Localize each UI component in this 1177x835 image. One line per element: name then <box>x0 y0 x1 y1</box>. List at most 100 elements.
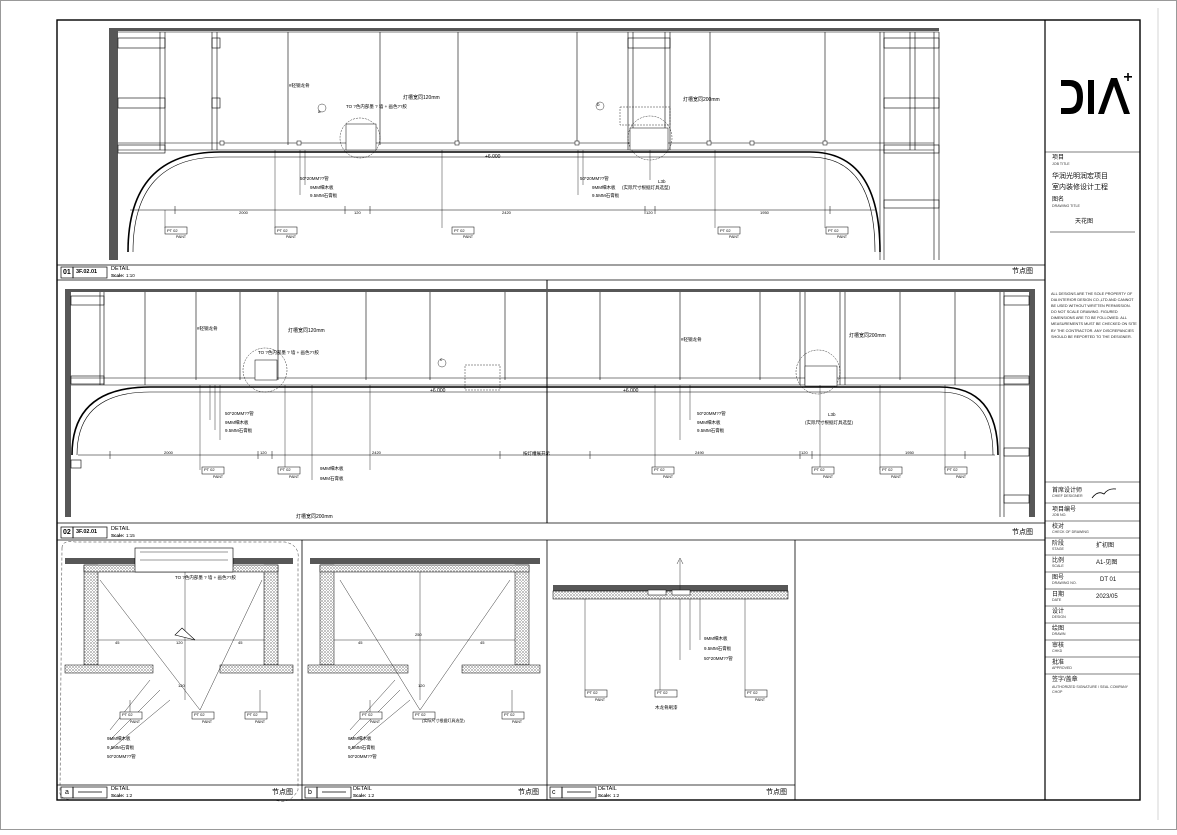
panel-c-scale: 1:2 <box>613 793 620 798</box>
pt-tag-c-2: PT 02 <box>657 690 668 695</box>
pt-tag-01-3: PT 02 <box>454 228 465 233</box>
pt-tag-02-2: PT 02 <box>280 467 291 472</box>
tb-row-stage-value: 扩初图 <box>1096 543 1115 549</box>
sheet-frame <box>56 19 1141 801</box>
dim-a-2: 120 <box>176 640 183 645</box>
pt-paint-02-5: PAINT <box>891 475 902 479</box>
annot-50x20-02b: 50*20MM??管 <box>697 411 726 416</box>
pt-paint-a-3: PAINT <box>255 720 266 724</box>
annot-fixture-note-02: (实际尺寸根据灯具选型) <box>805 420 853 425</box>
annot-slot-200-a: 灯槽宽同200mm <box>296 514 333 520</box>
pt-tag-02-1: PT 02 <box>204 467 215 472</box>
tb-row-date-en: DATE <box>1052 598 1062 602</box>
pt-tag-b-1: PT 02 <box>362 712 373 717</box>
panel-a-drawing <box>59 541 299 802</box>
tb-row-dwgno-value: DT 01 <box>1100 577 1117 583</box>
annot-fixture-note-01: (实际尺寸根据灯具选型) <box>622 185 670 190</box>
pt-paint-02-3: PAINT <box>663 475 674 479</box>
tb-row-dwgno-en: DRAWING NO. <box>1052 581 1077 585</box>
annot-slot-120-02: 灯槽宽同120mm <box>288 328 325 334</box>
panel-02-scale: 1:15 <box>126 533 135 538</box>
panel-b-id: b <box>308 789 312 796</box>
dim-02-b: 120 <box>260 450 267 455</box>
tb-row-stage-cn: 阶段 <box>1052 541 1065 547</box>
panel-02-id: 02 <box>63 529 71 536</box>
annot-50x20-b: 50*20MM??管 <box>348 754 377 759</box>
panel-02-detail-word: DETAIL <box>111 526 130 532</box>
panel-02-code: 3F.02.01 <box>76 529 98 535</box>
panel-01-title: 节点图 <box>1012 268 1033 275</box>
panel-a-detail-word: DETAIL <box>111 786 130 792</box>
tb-row-dwgno-cn: 图号 <box>1052 575 1065 581</box>
tb-row-approved-cn: 批准 <box>1052 660 1065 666</box>
callout-c-ref: c <box>440 357 443 362</box>
callout-b-ref: b <box>597 102 600 107</box>
dim-b-1: 45 <box>358 640 363 645</box>
tb-row-chief-en: CHIEF DESIGNER <box>1052 494 1083 498</box>
tb-drawing-label: 图名 <box>1052 197 1065 203</box>
tb-row-stage-en: STAGE <box>1052 547 1064 551</box>
pt-paint-01-4: PAINT <box>729 235 740 239</box>
annot-steel-02b: #轻钢龙骨 <box>681 337 702 342</box>
panel-02-scale-word: Scale: <box>111 533 125 538</box>
annot-50x20-01b: 50*20MM??管 <box>580 176 609 181</box>
panel-b-detail-word: DETAIL <box>353 786 372 792</box>
annot-pt-text-02: TO ?色内部墨 ? 墙 + 画色??胶 <box>258 350 320 355</box>
annot-50x20-a: 50*20MM??管 <box>107 754 136 759</box>
panel-a-title: 节点图 <box>272 789 293 796</box>
tb-project-name-1: 华润光明润宏项目 <box>1052 173 1108 180</box>
pt-tag-01-2: PT 02 <box>277 228 288 233</box>
annot-l3b-02: L3b <box>828 412 836 417</box>
tb-row-chkd-en: CHKD <box>1052 649 1063 653</box>
panel-a-id: a <box>65 789 69 796</box>
panel-b-title: 节点图 <box>518 789 539 796</box>
tb-project-label-en: JOB TITLE <box>1052 162 1070 166</box>
dim-a-1: 45 <box>115 640 120 645</box>
pt-tag-c-1: PT 02 <box>587 690 598 695</box>
annot-pt-text-a: TO ?色内部墨 ? 墙 + 画色??胶 <box>175 575 237 580</box>
annot-pt-text-01: TO ?色内部墨 ? 墙 + 画色??胶 <box>346 104 408 109</box>
dim-b-4: 120 <box>418 683 425 688</box>
tb-row-jobno-en: JOB NO. <box>1052 513 1067 517</box>
annot-board9-01b: 9MM细木板 <box>592 185 616 190</box>
tb-row-sign-en: AUTHORIZED SIGNATURE / SEAL COMPANY CHOP <box>1052 685 1128 694</box>
panel-a-scale-word: Scale: <box>111 793 125 798</box>
annot-steel-02: #轻钢龙骨 <box>197 326 218 331</box>
annot-level-01: +6.000 <box>485 154 501 160</box>
panel-02-title: 节点图 <box>1012 529 1033 536</box>
dim-01-b: 120 <box>354 210 361 215</box>
dia-logo <box>1061 73 1132 114</box>
panel-01-code: 3F.02.01 <box>76 269 98 275</box>
tb-row-check-cn: 校对 <box>1052 524 1065 530</box>
annot-slot-120-01: 灯槽宽同120mm <box>403 95 440 101</box>
panel-01-id: 01 <box>63 269 71 276</box>
tb-row-sign-cn: 签字/盖章 <box>1052 677 1078 683</box>
annot-level-02b: +6.000 <box>623 388 639 394</box>
dim-02-f: 1950 <box>905 450 914 455</box>
pt-tag-01-1: PT 02 <box>167 228 178 233</box>
annot-50x20-02: 50*20MM??管 <box>225 411 254 416</box>
tb-row-date-cn: 日期 <box>1052 592 1065 598</box>
annot-board95-c: 9.5MM石膏板 <box>704 646 732 651</box>
annot-l3b-01: L3b <box>658 179 666 184</box>
annot-slot-200-02: 灯槽宽同200mm <box>849 333 886 339</box>
panel-b-scale-word: Scale: <box>353 793 367 798</box>
pt-tag-a-1: PT 02 <box>122 712 133 717</box>
tb-row-drawn-cn: 绘图 <box>1052 626 1065 632</box>
tb-row-design-cn: 设计 <box>1052 609 1065 615</box>
pt-tag-b-2: PT 02 <box>415 712 426 717</box>
annot-steel-01: #轻钢龙骨 <box>289 83 310 88</box>
dim-01-e: 1950 <box>760 210 769 215</box>
tb-row-check-en: CHECK OF DRAWING <box>1052 530 1089 534</box>
pt-paint-a-2: PAINT <box>202 720 213 724</box>
annot-board9-b: 9MM细木板 <box>348 736 372 741</box>
tb-row-design-en: DESIGN <box>1052 615 1066 619</box>
panel-01-scale-word: Scale: <box>111 273 125 278</box>
annot-level-02: +6.000 <box>430 388 446 394</box>
annot-mid-label: 按灯槽展开示 <box>523 451 550 456</box>
tb-row-date-value: 2023/05 <box>1096 594 1118 600</box>
dim-b-3: 45 <box>480 640 485 645</box>
annot-board9-02d: 9MM石膏板 <box>320 476 344 481</box>
panel-02-drawing <box>65 289 1035 517</box>
